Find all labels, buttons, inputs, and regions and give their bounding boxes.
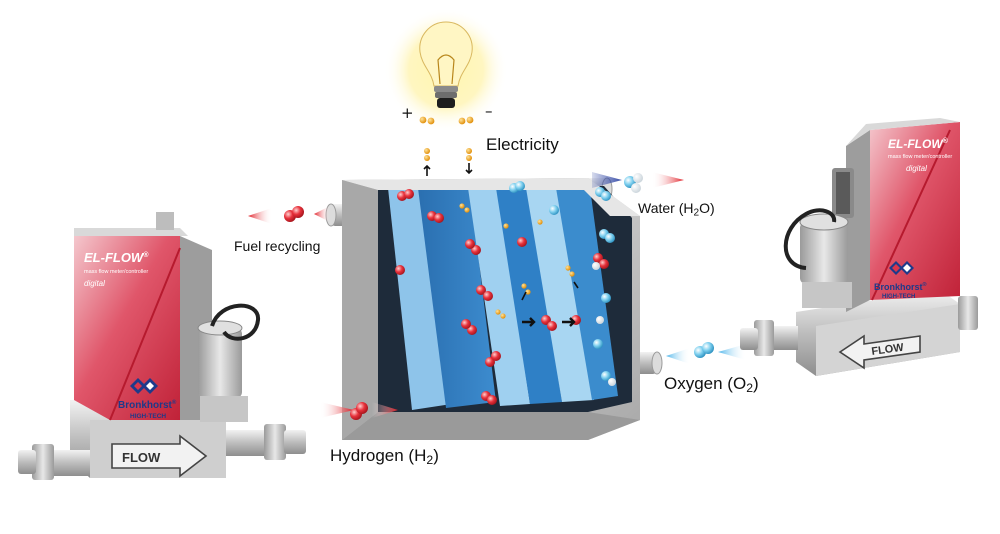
left-model-name: EL-FLOW — [84, 250, 145, 265]
left-bronkhorst-logo — [130, 378, 158, 394]
left-model-subtitle: mass flow meter/controller — [84, 269, 148, 275]
left-brand-name: Bronkhorst — [118, 400, 173, 411]
minus-terminal: – — [485, 102, 493, 120]
hydrogen-flow — [320, 402, 398, 420]
right-model-subtitle: mass flow meter/controller — [888, 154, 952, 160]
water-label: Water (H2O) — [638, 200, 715, 219]
left-mass-flow-controller: FLOW — [18, 212, 306, 480]
svg-text:EL-FLOW®: EL-FLOW® — [84, 250, 149, 265]
oxygen-label: Oxygen (O2) — [664, 374, 759, 396]
right-flow-text: FLOW — [871, 341, 905, 357]
fuel-recycling-label: Fuel recycling — [234, 238, 321, 254]
right-mass-flow-controller: FLOW — [740, 118, 978, 376]
right-bronkhorst-logo — [889, 261, 914, 275]
water-flow — [592, 172, 684, 193]
left-digital-label: digital — [84, 279, 105, 288]
left-device-labels: EL-FLOW® mass flow meter/controller digi… — [84, 250, 177, 420]
svg-text:Bronkhorst®: Bronkhorst® — [874, 281, 927, 292]
fuel-recycling-flow — [248, 206, 330, 224]
electricity-label: Electricity — [486, 135, 559, 154]
right-model-name: EL-FLOW — [888, 137, 944, 151]
right-device-labels: EL-FLOW® mass flow meter/controller digi… — [874, 137, 952, 300]
right-brand-sub: HIGH-TECH — [882, 294, 915, 300]
hydrogen-label: Hydrogen (H2) — [330, 446, 439, 468]
fuel-cell-stack — [325, 177, 663, 440]
svg-text:Bronkhorst®: Bronkhorst® — [118, 399, 177, 411]
left-flow-text: FLOW — [122, 450, 161, 465]
cell-molecules — [395, 181, 616, 405]
plus-terminal: + — [401, 104, 414, 122]
right-brand-name: Bronkhorst — [874, 282, 923, 292]
bulb-electrons — [419, 116, 474, 176]
light-bulb — [384, 8, 508, 132]
left-brand-sub: HIGH-TECH — [130, 413, 166, 420]
right-digital-label: digital — [906, 164, 927, 173]
svg-text:EL-FLOW®: EL-FLOW® — [888, 137, 949, 151]
oxygen-flow — [666, 342, 746, 364]
